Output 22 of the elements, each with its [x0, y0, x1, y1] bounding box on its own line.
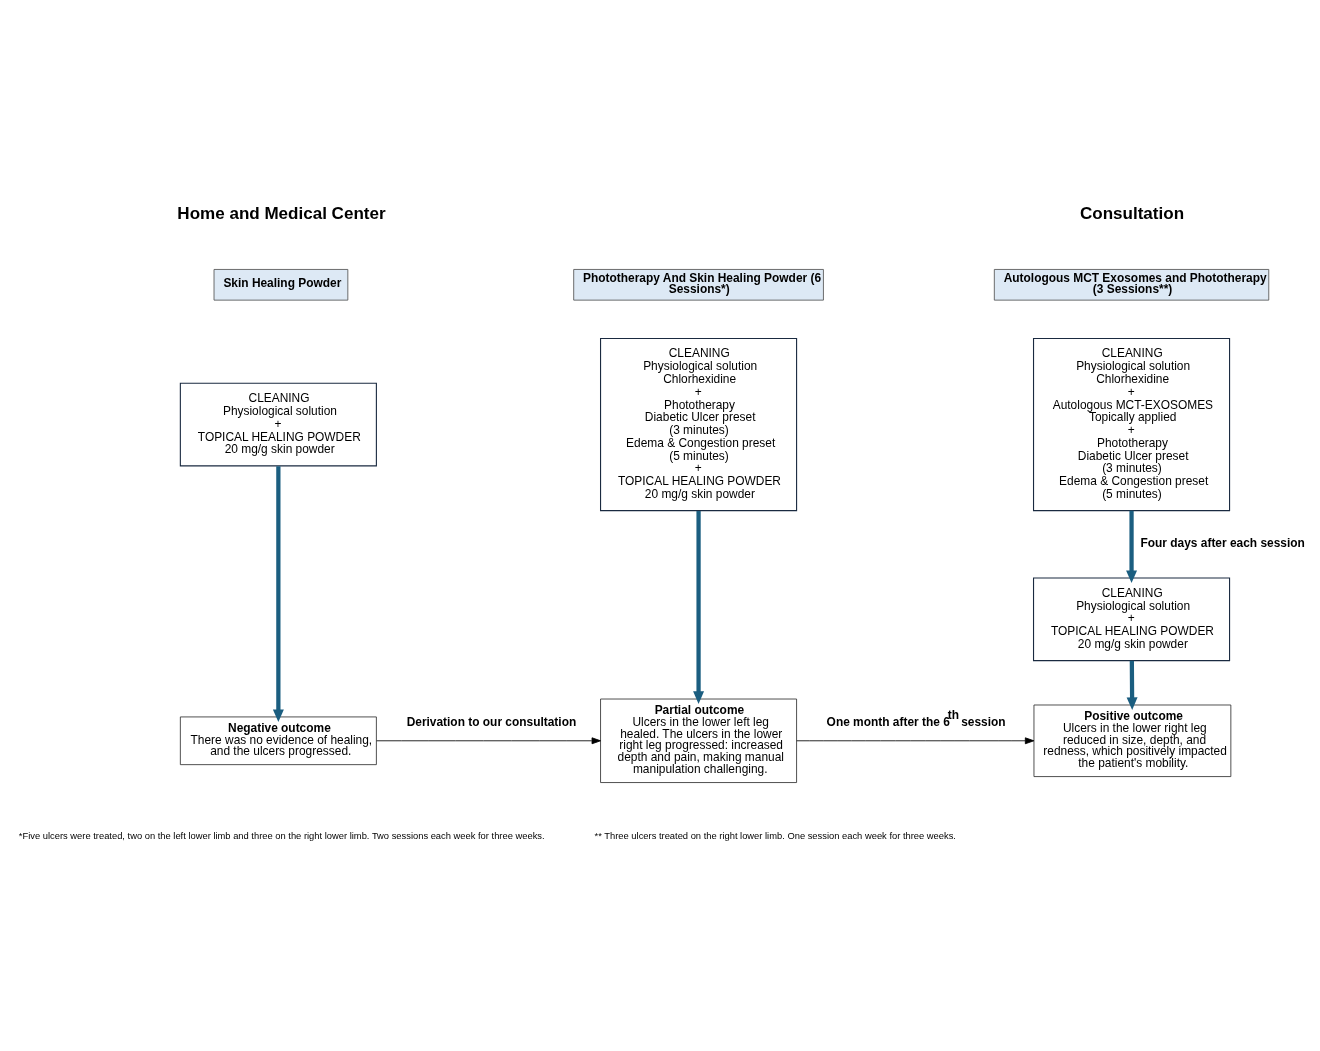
node-box: Partial outcome Ulcers in the lower left leg healed. The ulcers in the lower right leg progressed: increased depth and pain, making manual manipulation challenging. — [600, 698, 797, 783]
node-box: CLEANING Physiological solution + TOPICAL HEALING POWDER 20 mg/g skin powder — [1032, 576, 1231, 661]
label: Home and Medical Center — [177, 203, 386, 223]
label: Consultation — [1079, 203, 1185, 223]
arrow — [272, 465, 284, 722]
node-box: CLEANING Physiological solution Chlorhexidine + Autologous MCT-EXOSOMES Topically applied + Phototherapy Diabetic Ulcer preset (3 minutes) Edema & Congestion preset (5 minutes) — [1032, 337, 1231, 511]
node-box: Phototherapy And Skin Healing Powder (6 Sessions*) — [573, 268, 824, 301]
node-box: Skin Healing Powder — [213, 268, 349, 301]
node-box: Negative outcome There was no evidence of healing, and the ulcers progressed. — [179, 716, 377, 765]
arrow — [376, 736, 601, 744]
arrow — [796, 736, 1035, 744]
arrow — [1126, 510, 1138, 583]
label: *Five ulcers were treated, two on the left lower limb and three on the right lower limb. Two sessions each week for three weeks. — [18, 830, 545, 841]
node-box: Positive outcome Ulcers in the lower right leg reduced in size, depth, and redness, which positively impacted the patient's mobility. — [1033, 704, 1232, 777]
label: ** Three ulcers treated on the right lower limb. One session each week for three weeks. — [594, 830, 956, 841]
arrow — [693, 510, 705, 704]
edge-label: Derivation to our consultation — [406, 714, 577, 729]
edge-label: Four days after each session — [1140, 535, 1305, 550]
node-box: CLEANING Physiological solution Chlorhexidine + Phototherapy Diabetic Ulcer preset (3 minutes) Edema & Congestion preset (5 minutes) + TOPICAL HEALING POWDER 20 mg/g skin powder — [600, 337, 798, 511]
arrow — [1126, 660, 1138, 710]
node-box: Autologous MCT Exosomes and Phototherapy (3 Sessions**) — [993, 268, 1270, 301]
node-box: CLEANING Physiological solution + TOPICAL HEALING POWDER 20 mg/g skin powder — [179, 382, 377, 466]
